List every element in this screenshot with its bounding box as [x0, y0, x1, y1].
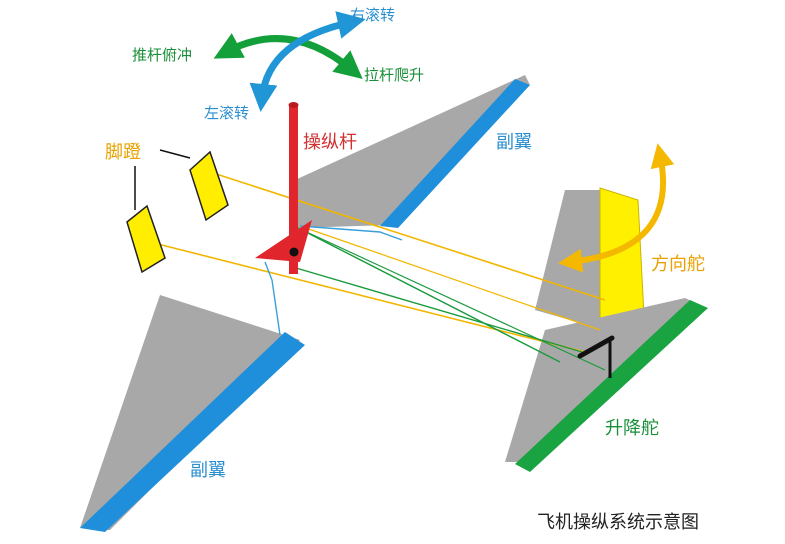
- cable-yellow-bottom: [149, 241, 586, 353]
- elevator: [515, 300, 708, 472]
- pedal-right[interactable]: [189, 150, 229, 222]
- elevator-horn: [577, 335, 615, 359]
- label-rudder: 方向舵: [651, 254, 705, 275]
- roll-arrow: [249, 11, 366, 112]
- pedal-left[interactable]: [126, 204, 166, 274]
- right-aileron: [380, 79, 530, 228]
- label-push-dive: 推杆俯冲: [132, 46, 192, 64]
- label-aileron-right: 副翼: [496, 132, 532, 153]
- stick-top-cap: [288, 102, 299, 108]
- cable-green-1: [297, 227, 561, 363]
- rudder-arrow: [558, 143, 675, 273]
- label-stick: 操纵杆: [303, 132, 357, 153]
- cable-blue-right: [299, 225, 403, 241]
- label-elevator: 升降舵: [605, 418, 659, 439]
- cable-green-3: [297, 227, 606, 371]
- pitch-arrow: [213, 33, 363, 79]
- cable-green-2: [295, 267, 583, 353]
- label-left-roll: 左滚转: [204, 104, 249, 122]
- label-pull-climb: 拉杆爬升: [364, 66, 424, 84]
- cable-blue-left: [264, 261, 281, 336]
- control-stick[interactable]: [289, 106, 298, 274]
- left-wing: [80, 295, 300, 530]
- left-aileron: [80, 332, 305, 532]
- cable-yellow-top: [209, 171, 606, 301]
- cable-yellow-mid: [299, 225, 601, 331]
- diagram-title: 飞机操纵系统示意图: [537, 512, 699, 533]
- right-wing: [295, 75, 530, 228]
- label-aileron-left: 副翼: [190, 460, 226, 481]
- pedals-leader-right: [159, 149, 191, 159]
- stick-bellcrank: [255, 220, 312, 262]
- label-right-roll: 右滚转: [350, 6, 395, 24]
- control-cables: [149, 171, 606, 371]
- label-pedals: 脚蹬: [105, 142, 141, 163]
- stick-pivot: [289, 247, 299, 257]
